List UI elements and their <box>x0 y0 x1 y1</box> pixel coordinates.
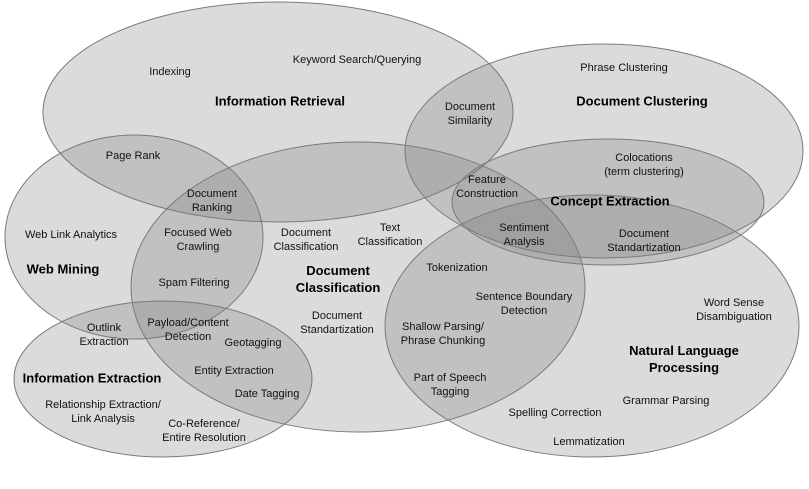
ellipse-concept-extraction <box>451 138 765 266</box>
ellipse-document-clustering <box>404 43 804 259</box>
item-relationship-extraction: Relationship Extraction/ Link Analysis <box>45 399 161 425</box>
item-spam-filtering: Spam Filtering <box>158 277 230 289</box>
item-document-classification: Document Classification <box>273 227 339 253</box>
item-sentence-boundary-detection: Sentence Boundary Detection <box>475 291 573 317</box>
item-document-standartization-dcls: Document Standartization <box>300 310 374 336</box>
concept-extraction-title: Concept Extraction <box>550 193 670 209</box>
item-phrase-clustering: Phrase Clustering <box>580 62 668 74</box>
information-retrieval-title: Information Retrieval <box>214 93 346 109</box>
item-document-standartization-ce: Document Standartization <box>607 228 681 254</box>
document-classification-title: Document Classification <box>295 263 381 295</box>
ellipse-information-retrieval <box>42 1 514 223</box>
item-indexing: Indexing <box>149 66 191 78</box>
item-sentiment-analysis: Sentiment Analysis <box>499 222 549 248</box>
item-page-rank: Page Rank <box>105 150 161 162</box>
item-co-reference: Co-Reference/ Entire Resolution <box>162 418 246 444</box>
item-focused-web-crawling: Focused Web Crawling <box>164 227 232 253</box>
ellipse-web-mining <box>4 134 264 340</box>
item-document-similarity: Document Similarity <box>444 101 496 127</box>
item-keyword-search: Keyword Search/Querying <box>292 54 422 66</box>
item-geotagging: Geotagging <box>224 337 282 349</box>
item-web-link-analytics: Web Link Analytics <box>24 229 118 241</box>
item-payload-content-detection: Payload/Content Detection <box>147 317 229 343</box>
item-entity-extraction: Entity Extraction <box>194 365 274 377</box>
item-colocations: Colocations (term clustering) <box>604 152 684 178</box>
ellipse-natural-language-processing <box>384 194 800 458</box>
natural-language-processing-title: Natural Language Processing <box>629 343 739 375</box>
item-part-of-speech-tagging: Part of Speech Tagging <box>413 372 487 398</box>
item-outlink-extraction: Outlink Extraction <box>79 322 129 348</box>
item-lemmatization: Lemmatization <box>553 436 625 448</box>
ellipse-information-extraction <box>13 300 313 458</box>
item-spelling-correction: Spelling Correction <box>508 407 602 419</box>
item-tokenization: Tokenization <box>426 262 488 274</box>
ellipse-document-classification <box>130 141 586 433</box>
item-shallow-parsing: Shallow Parsing/ Phrase Chunking <box>400 321 486 347</box>
item-text-classification: Text Classification <box>357 222 423 248</box>
web-mining-title: Web Mining <box>26 261 100 277</box>
item-date-tagging: Date Tagging <box>234 388 300 400</box>
item-feature-construction: Feature Construction <box>456 174 518 200</box>
item-word-sense-disambiguation: Word Sense Disambiguation <box>696 297 772 323</box>
document-clustering-title: Document Clustering <box>576 93 708 109</box>
item-grammar-parsing: Grammar Parsing <box>622 395 710 407</box>
item-document-ranking: Document Ranking <box>186 188 238 214</box>
information-extraction-title: Information Extraction <box>22 370 162 386</box>
